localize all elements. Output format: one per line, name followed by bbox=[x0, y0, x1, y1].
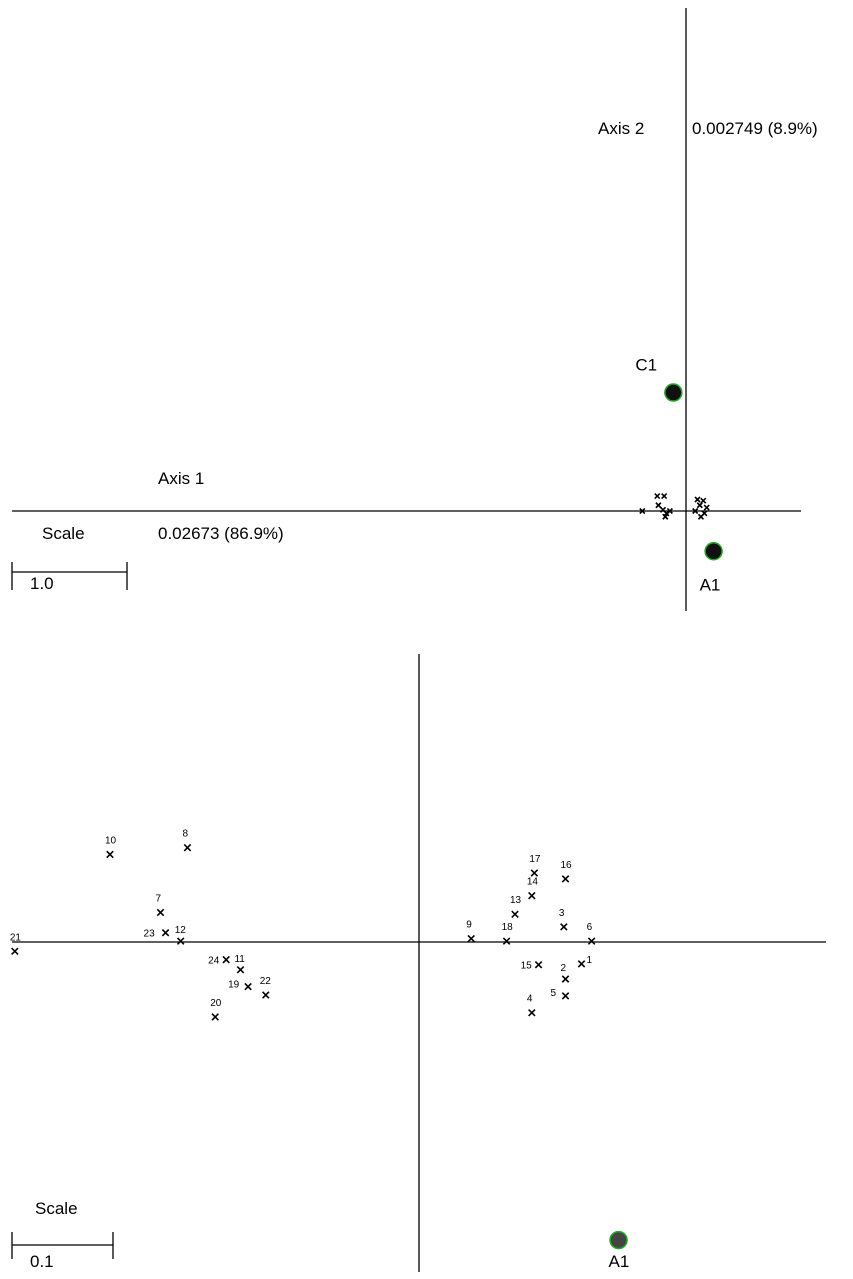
centroid-label-c1: C1 bbox=[635, 356, 657, 375]
sample-point-15 bbox=[703, 504, 710, 511]
row-point-label-12: 12 bbox=[175, 925, 187, 936]
scale-value: 1.0 bbox=[30, 574, 54, 593]
row-point-label-23: 23 bbox=[144, 929, 156, 940]
row-point-label-24: 24 bbox=[208, 956, 220, 967]
centroid-label-a1: A1 bbox=[700, 575, 721, 594]
sample-point-9 bbox=[694, 496, 701, 503]
row-point-label-10: 10 bbox=[105, 835, 117, 846]
row-point-label-8: 8 bbox=[182, 829, 188, 840]
row-point-label-16: 16 bbox=[561, 860, 573, 871]
axis-2-label: Axis 2 bbox=[598, 119, 644, 138]
sample-point-14 bbox=[697, 513, 705, 520]
row-point-9 bbox=[467, 934, 475, 943]
row-point-4 bbox=[528, 1008, 536, 1017]
bottom-centroid-label-a1: A1 bbox=[609, 1252, 630, 1271]
sample-point-11 bbox=[696, 502, 703, 509]
sample-point-10 bbox=[700, 497, 707, 504]
row-point-label-21: 21 bbox=[10, 932, 22, 943]
row-point-18 bbox=[502, 937, 511, 945]
centroid-marker-a1 bbox=[704, 542, 723, 561]
row-point-label-5: 5 bbox=[551, 988, 557, 999]
bottom-panel: Scale 0.1 123456789101112131415161718192… bbox=[10, 654, 826, 1272]
sample-point-3 bbox=[655, 502, 662, 509]
row-point-24 bbox=[222, 955, 230, 964]
bottom-scale-value: 0.1 bbox=[30, 1252, 54, 1271]
row-point-11 bbox=[236, 966, 245, 974]
row-point-label-2: 2 bbox=[561, 963, 567, 974]
row-point-7 bbox=[156, 908, 165, 917]
sample-point-2 bbox=[661, 492, 668, 500]
row-point-label-9: 9 bbox=[466, 920, 472, 931]
row-point-2 bbox=[561, 975, 570, 983]
row-point-label-14: 14 bbox=[527, 877, 539, 888]
row-point-23 bbox=[161, 928, 170, 937]
row-point-10 bbox=[106, 850, 114, 859]
row-point-label-18: 18 bbox=[502, 922, 514, 933]
row-point-6 bbox=[587, 937, 596, 945]
row-point-1 bbox=[577, 960, 586, 968]
row-point-label-22: 22 bbox=[260, 976, 272, 987]
bottom-centroid-marker-a1 bbox=[609, 1230, 628, 1250]
row-point-16 bbox=[561, 875, 570, 883]
row-point-19 bbox=[244, 982, 252, 991]
row-point-label-1: 1 bbox=[587, 955, 593, 966]
row-point-21 bbox=[11, 947, 19, 956]
row-point-label-13: 13 bbox=[510, 895, 522, 906]
row-point-label-7: 7 bbox=[156, 894, 162, 905]
row-point-15 bbox=[534, 960, 543, 969]
row-point-label-11: 11 bbox=[234, 954, 245, 965]
row-point-14 bbox=[528, 891, 536, 900]
axis-1-value: 0.02673 (86.9%) bbox=[158, 524, 284, 543]
row-point-3 bbox=[560, 923, 568, 931]
row-point-label-17: 17 bbox=[529, 854, 541, 865]
row-point-label-6: 6 bbox=[587, 922, 593, 933]
centroid-marker-c1 bbox=[664, 383, 683, 402]
sample-point-1 bbox=[654, 492, 661, 500]
row-point-8 bbox=[183, 843, 192, 852]
sample-point-8 bbox=[666, 507, 673, 515]
row-point-label-3: 3 bbox=[559, 908, 565, 919]
row-point-label-15: 15 bbox=[521, 961, 533, 972]
sample-point-7 bbox=[639, 507, 646, 515]
row-point-label-20: 20 bbox=[210, 998, 222, 1009]
top-panel: Axis 1 0.02673 (86.9%) Axis 2 0.002749 (… bbox=[11, 8, 818, 611]
row-point-17 bbox=[530, 869, 539, 877]
row-point-22 bbox=[261, 991, 270, 999]
sample-point-12 bbox=[692, 507, 699, 515]
row-point-label-19: 19 bbox=[228, 980, 240, 991]
axis-2-value: 0.002749 (8.9%) bbox=[692, 119, 818, 138]
row-point-label-4: 4 bbox=[527, 994, 533, 1005]
axis-1-label: Axis 1 bbox=[158, 469, 204, 488]
scale-label: Scale bbox=[42, 524, 85, 543]
row-point-5 bbox=[561, 992, 570, 1000]
row-point-12 bbox=[176, 937, 185, 945]
row-point-20 bbox=[211, 1013, 220, 1021]
sample-point-6 bbox=[662, 513, 669, 520]
row-point-13 bbox=[511, 910, 519, 918]
bottom-scale-label: Scale bbox=[35, 1199, 78, 1218]
